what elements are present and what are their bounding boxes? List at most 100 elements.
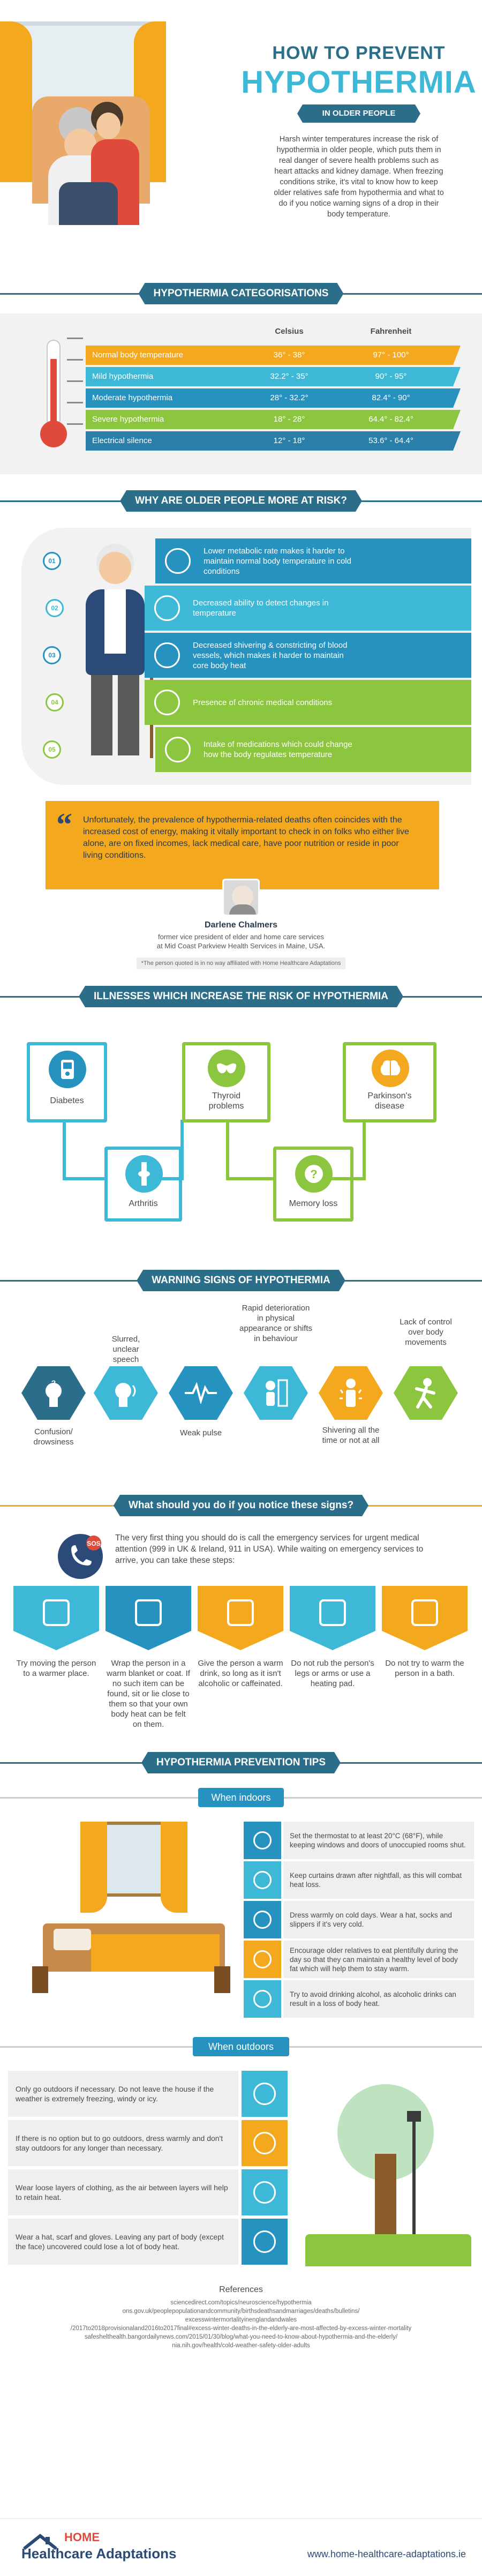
illness-label-thyroid: Thyroid problems [208, 1091, 244, 1111]
outdoor-tip: Wear a hat, scarf and gloves. Leaving an… [8, 2219, 238, 2265]
risk-section: 01 Lower metabolic rate makes it harder t… [21, 528, 471, 785]
reference-link[interactable]: /2017to2018provisionaland2016to2017final… [70, 2325, 412, 2332]
scarf-icon [242, 2219, 288, 2265]
indoors-list: Set the thermostat to at least 20°C (68°… [244, 1822, 474, 2025]
layers-icon [242, 2169, 288, 2215]
warning-label-movement: Lack of control over body movements [400, 1317, 452, 1347]
illness-arthritis: Arthritis [104, 1147, 182, 1222]
references-title: References [219, 2285, 263, 2294]
reference-link[interactable]: excesswintermortalityinenglandandwales [185, 2317, 297, 2323]
category-celsius: 12° - 18° [273, 436, 305, 445]
illness-label-parkinsons: Parkinson's disease [367, 1091, 412, 1111]
category-row: Electrical silence 12° - 18° 53.6° - 64.4° [86, 431, 461, 451]
category-celsius: 32.2° - 35° [270, 372, 308, 381]
step-text: Do not rub the person's legs or arms or … [291, 1659, 374, 1688]
indoors-illustration [32, 1822, 236, 1998]
curtains-icon [244, 1861, 281, 1899]
reference-link[interactable]: safeshelthealth.bangordailynews.com/2015… [84, 2334, 398, 2340]
house-icon [43, 1599, 70, 1626]
glucose-meter-icon [49, 1051, 86, 1088]
step-text: Wrap the person in a warm blanket or coa… [107, 1659, 190, 1729]
categories-section: Celsius Fahrenheit Normal body temperatu… [0, 313, 482, 474]
risk-item: Lower metabolic rate makes it harder to … [155, 538, 471, 583]
step-text: Try moving the person to a warmer place. [16, 1659, 96, 1678]
warning-label-shivering: Shivering all the time or not at all [322, 1426, 380, 1445]
signs-text: The very first thing you should do is ca… [115, 1533, 424, 1565]
pulse-icon [185, 1382, 217, 1405]
quote-role: former vice president of elder and home … [156, 933, 326, 950]
indoor-tip: Encourage older relatives to eat plentif… [283, 1941, 474, 1978]
reference-link[interactable]: nia.nih.gov/health/cold-weather-safety-o… [172, 2342, 310, 2349]
step-badge [198, 1586, 283, 1650]
illness-label-arthritis: Arthritis [129, 1199, 158, 1208]
risk-banner: WHY ARE OLDER PEOPLE MORE AT RISK? [0, 490, 482, 512]
no-alcohol-icon [244, 1980, 281, 2018]
footer-url[interactable]: www.home-healthcare-adaptations.ie [307, 2549, 466, 2559]
shivering-person-icon [154, 642, 180, 668]
thyroid-icon [208, 1050, 245, 1087]
cutlery-icon [244, 1941, 281, 1978]
warning-section: ? Confusion/ drowsiness Slurred, unclear… [0, 1297, 482, 1468]
category-fahrenheit: 53.6° - 64.4° [368, 436, 413, 445]
brain-icon [372, 1050, 409, 1087]
illness-memory: ? Memory loss [273, 1147, 353, 1222]
logo-top-text: HOME [64, 2530, 100, 2544]
phone-call-icon: SOS [56, 1532, 104, 1581]
steps-section: Try moving the person to a warmer place.… [0, 1586, 482, 1741]
header-illustration [0, 21, 182, 225]
risk-number: 01 [43, 552, 61, 570]
shirt-icon [244, 1901, 281, 1938]
warning-banner: WARNING SIGNS OF HYPOTHERMIA [0, 1270, 482, 1291]
col-fahrenheit-header: Fahrenheit [370, 327, 412, 336]
reference-link[interactable]: ons.gov.uk/peoplepopulationandcommunity/… [122, 2308, 360, 2315]
shivering-person-icon [338, 1377, 363, 1409]
illness-parkinsons: Parkinson's disease [343, 1042, 436, 1122]
step-text: Do not try to warm the person in a bath. [385, 1659, 464, 1678]
warning-label-speech: Slurred, unclear speech [111, 1335, 140, 1364]
quote-text: Unfortunately, the prevalence of hypothe… [83, 815, 409, 860]
category-name: Electrical silence [92, 436, 152, 445]
indoor-tip: Dress warmly on cold days. Wear a hat, s… [283, 1901, 474, 1938]
step-badge [106, 1586, 191, 1650]
illness-thyroid: Thyroid problems [182, 1042, 270, 1122]
reference-link[interactable]: sciencedirect.com/topics/neuroscience/hy… [170, 2300, 312, 2306]
category-fahrenheit: 82.4° - 90° [372, 393, 410, 402]
confused-head-icon: ? [42, 1378, 65, 1408]
categories-banner: HYPOTHERMIA CATEGORISATIONS [0, 283, 482, 304]
category-row: Mild hypothermia 32.2° - 35° 90° - 95° [86, 367, 461, 386]
risk-text: Intake of medications which could change… [204, 740, 352, 759]
category-name: Mild hypothermia [92, 372, 154, 381]
mug-icon [227, 1599, 254, 1626]
category-name: Severe hypothermia [92, 415, 164, 424]
quote-mark-icon: “ [56, 807, 72, 842]
risk-item: Decreased shivering & constricting of bl… [145, 633, 471, 678]
warning-label-confusion: Confusion/ drowsiness [33, 1427, 74, 1447]
indoor-tip: Set the thermostat to at least 20°C (68°… [283, 1822, 474, 1859]
risk-text: Lower metabolic rate makes it harder to … [204, 546, 351, 576]
references-list: sciencedirect.com/topics/neuroscience/hy… [32, 2298, 450, 2350]
svg-text:?: ? [310, 1167, 317, 1181]
speech-head-icon [114, 1378, 138, 1408]
risk-item: Intake of medications which could change… [155, 727, 471, 772]
step-badge [13, 1586, 99, 1650]
illnesses-banner: ILLNESSES WHICH INCREASE THE RISK OF HYP… [0, 986, 482, 1007]
col-celsius-header: Celsius [275, 327, 304, 336]
risk-number: 05 [43, 740, 61, 759]
title-line1: HOW TO PREVENT [272, 43, 446, 63]
illness-label-memory: Memory loss [289, 1199, 338, 1208]
category-fahrenheit: 90° - 95° [375, 372, 407, 381]
illness-diabetes: Diabetes [27, 1042, 107, 1122]
svg-text:?: ? [51, 1379, 56, 1387]
logo-bottom-text: Healthcare Adaptations [21, 2545, 177, 2562]
pills-icon [165, 737, 191, 762]
outdoors-illustration [305, 2073, 471, 2266]
step-badge [290, 1586, 375, 1650]
thermometer-icon [154, 595, 180, 621]
step-text: Give the person a warm drink, so long as… [198, 1659, 283, 1688]
risk-text: Decreased shivering & constricting of bl… [193, 640, 348, 670]
thermostat-icon [244, 1822, 281, 1859]
knee-joint-icon [125, 1155, 163, 1193]
indoors-banner: When indoors [0, 1787, 482, 1808]
svg-text:SOS: SOS [87, 1540, 100, 1547]
